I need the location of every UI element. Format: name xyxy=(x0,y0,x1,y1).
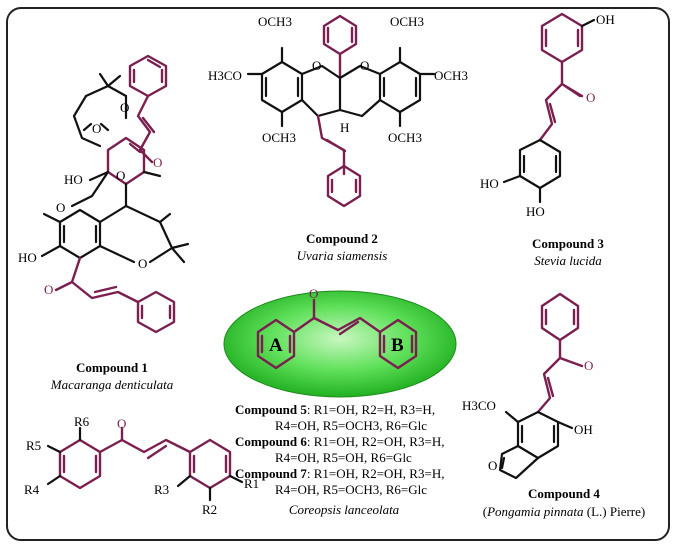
compound-1-epoxide-o: O xyxy=(92,121,101,136)
substituent-r6: R6 xyxy=(74,414,90,429)
compound-1-structure: O O O O HO O HO O xyxy=(18,54,190,334)
compound-1-ho-bottom: HO xyxy=(18,250,37,265)
general-ketone-o: O xyxy=(117,416,126,431)
compound-1-ketone-o-mid: O xyxy=(116,168,125,183)
compound-4-furan-o: O xyxy=(488,458,497,473)
compound-3-label: Compound 3 xyxy=(532,236,604,251)
ring-a-label: A xyxy=(269,335,283,356)
compound-4-label: Compound 4 xyxy=(528,486,600,501)
table-row-compound-5: Compound 5: R1=OH, R2=H, R3=H, xyxy=(235,402,435,417)
table-row-label: Compound 7 xyxy=(235,466,307,481)
substituent-r3: R3 xyxy=(154,482,169,497)
core-scaffold-structure xyxy=(256,298,418,370)
compound-4-oh: OH xyxy=(574,422,593,437)
table-source: Coreopsis lanceolata xyxy=(289,502,400,517)
compound-2-och3-1: OCH3 xyxy=(258,14,292,29)
compound-1-ketone-o-top: O xyxy=(153,155,162,170)
compound-2-och3-5: OCH3 xyxy=(388,130,422,145)
substituent-r4: R4 xyxy=(24,482,40,497)
core-scaffold-ellipse xyxy=(223,290,457,398)
compound-3-ho-2: HO xyxy=(526,204,545,219)
table-row-compound-7: Compound 7: R1=OH, R2=OH, R3=H, xyxy=(235,466,444,481)
compound-4-source: (Pongamia pinnata (L.) Pierre) xyxy=(483,504,645,519)
table-row-label: Compound 5 xyxy=(235,402,307,417)
compound-2-h3co: H3CO xyxy=(208,68,242,83)
core-ketone-o: O xyxy=(309,286,318,301)
compound-2-och3-2: OCH3 xyxy=(390,14,424,29)
compound-1-chroman-o: O xyxy=(138,256,147,271)
compound-4-h3co: H3CO xyxy=(462,398,496,413)
compound-3-source: Stevia lucida xyxy=(534,253,602,268)
table-row-line1: : R1=OH, R2=H, R3=H, xyxy=(307,402,435,417)
substituent-r1: R1 xyxy=(244,476,259,491)
table-row-label: Compound 6 xyxy=(235,434,307,449)
general-chalcone-structure xyxy=(46,426,244,502)
compound-3-ketone-o: O xyxy=(586,90,595,105)
compound-1-label: Compound 1 xyxy=(76,360,148,375)
compound-2-o-left: O xyxy=(312,58,321,73)
compound-2-och3-3: OCH3 xyxy=(434,68,468,83)
compound-1-ether-o: O xyxy=(56,200,65,215)
table-row-compound-7-cont: R4=OH, R5=OCH3, R6=Glc xyxy=(275,482,427,497)
compound-4-structure xyxy=(498,292,584,480)
compound-2-source: Uvaria siamensis xyxy=(297,248,388,263)
compound-1-source: Macaranga denticulata xyxy=(50,377,174,392)
compound-2-structure: O O H xyxy=(246,14,436,208)
compound-3-oh: OH xyxy=(596,12,615,27)
table-row-compound-5-cont: R4=OH, R5=OCH3, R6=Glc xyxy=(275,418,427,433)
compound-1-ho-top: HO xyxy=(64,172,83,187)
compound-2-h: H xyxy=(340,120,349,135)
substituent-r2: R2 xyxy=(202,502,217,517)
table-row-compound-6-cont: R4=OH, R5=OH, R6=Glc xyxy=(275,450,412,465)
compound-1-pyran-o: O xyxy=(120,100,129,115)
substituent-table: Compound 5: R1=OH, R2=H, R3=H, R4=OH, R5… xyxy=(235,402,444,517)
compound-3-ho-1: HO xyxy=(480,176,499,191)
ring-b-label: B xyxy=(391,335,404,356)
table-row-compound-6: Compound 6: R1=OH, R2=OH, R3=H, xyxy=(235,434,444,449)
compound-4-source-authority: (L.) Pierre) xyxy=(587,504,645,519)
outer-frame xyxy=(6,7,670,541)
table-row-line1: : R1=OH, R2=OH, R3=H, xyxy=(307,466,445,481)
compound-2-och3-4: OCH3 xyxy=(262,130,296,145)
table-row-line1: : R1=OH, R2=OH, R3=H, xyxy=(307,434,445,449)
compound-2-label: Compound 2 xyxy=(306,231,378,246)
compound-1-ketone-o-bottom: O xyxy=(44,282,53,297)
compound-4-ketone-o: O xyxy=(584,358,593,373)
compound-3-structure xyxy=(502,12,596,204)
substituent-r5: R5 xyxy=(26,438,41,453)
compound-4-source-species: Pongamia pinnata xyxy=(486,504,584,519)
compound-2-o-right: O xyxy=(360,58,369,73)
